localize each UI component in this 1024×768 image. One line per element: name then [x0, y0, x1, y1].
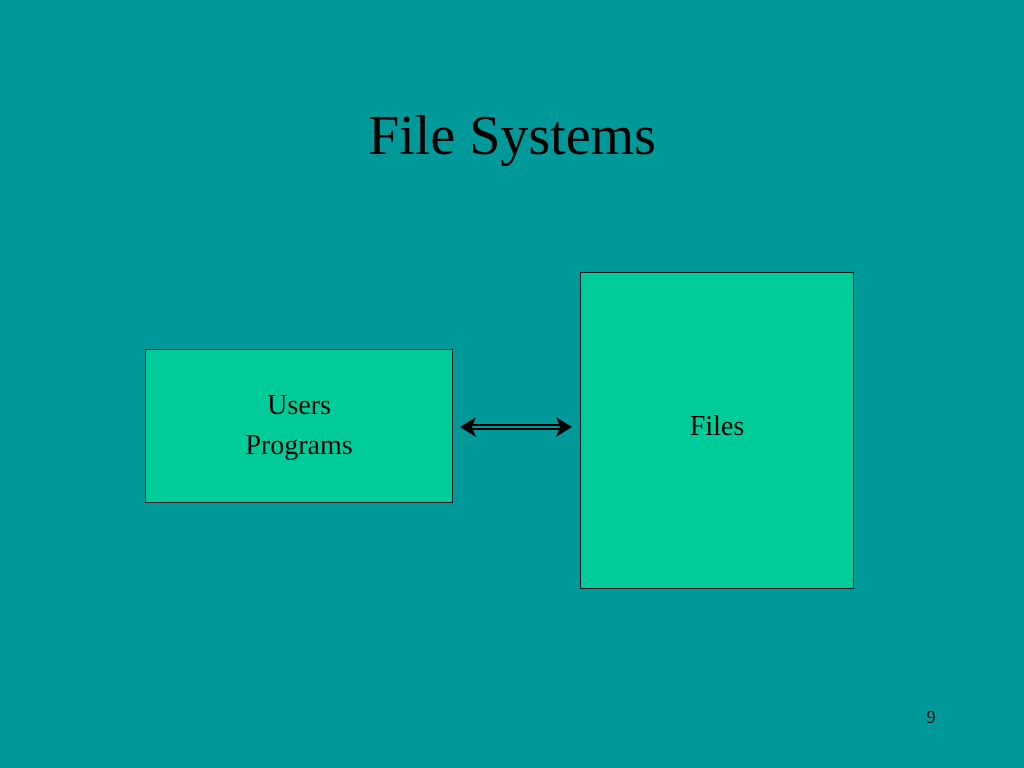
- users-programs-box: Users Programs: [145, 349, 453, 503]
- page-number: 9: [926, 707, 936, 727]
- files-box: Files: [580, 272, 854, 589]
- programs-label: Programs: [245, 430, 353, 461]
- users-label: Users: [267, 390, 331, 421]
- arrow-head-right: [556, 417, 572, 437]
- arrow-head-left: [460, 417, 476, 437]
- files-label: Files: [689, 410, 745, 442]
- bidirectional-arrow: [460, 417, 572, 437]
- slide-title: File Systems: [368, 105, 656, 167]
